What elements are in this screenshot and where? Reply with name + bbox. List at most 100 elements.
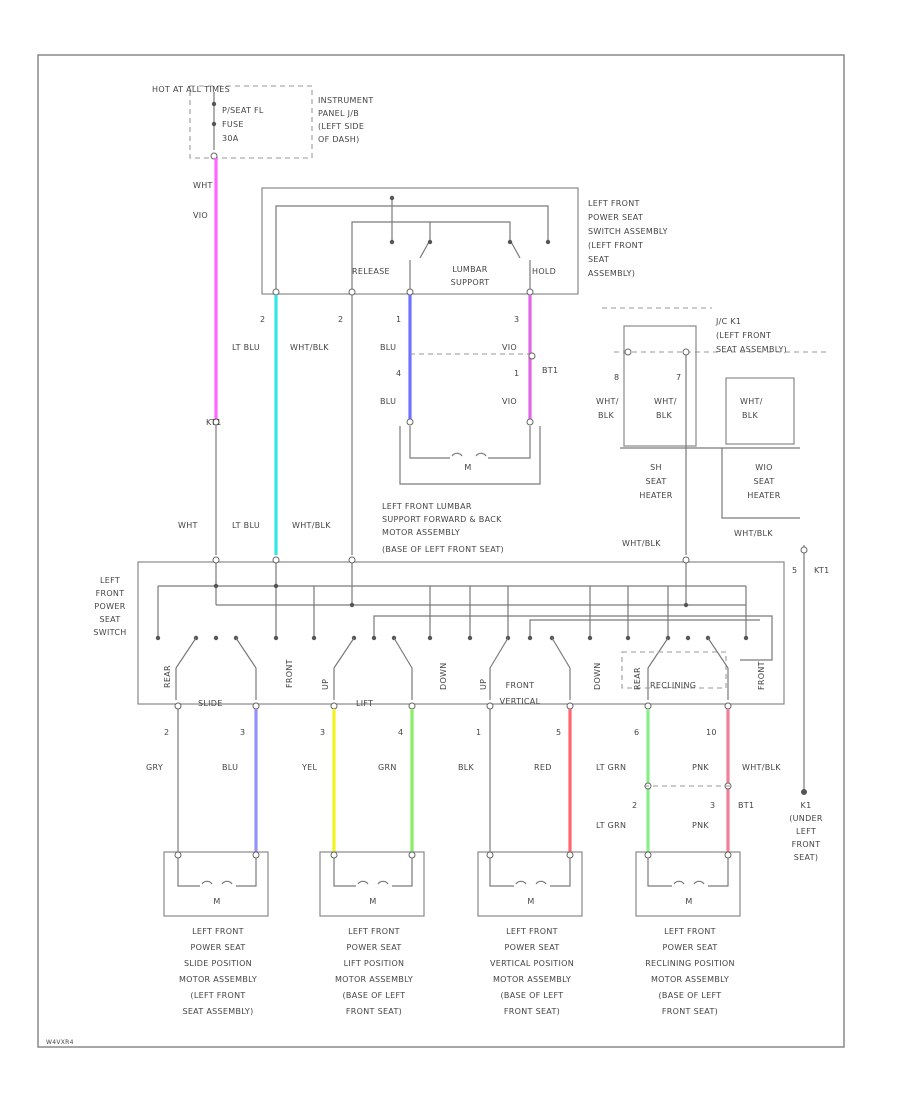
lumbar-center-2: SUPPORT	[451, 278, 490, 287]
lumbar-motor-m: M	[464, 463, 471, 472]
wire-label-blu-a: BLU	[380, 343, 396, 352]
pin-lumbar-2a: 2	[260, 315, 265, 324]
ground-3: LEFT	[796, 827, 816, 836]
motor-reclining-label-4: MOTOR ASSEMBLY	[651, 975, 729, 984]
lumbar-motor-label-3: MOTOR ASSEMBLY	[382, 528, 460, 537]
main-power-seat-switch: LEFT FRONT POWER SEAT SWITCH	[93, 556, 785, 708]
wire-label-heater-wht-blk: WHT/BLK	[734, 529, 773, 538]
motor-slide-label-2: POWER SEAT	[190, 943, 245, 952]
motor-reclining: M LEFT FRONT POWER SEAT RECLINING POSITI…	[635, 851, 741, 1016]
motor-slide-label-1: LEFT FRONT	[192, 927, 244, 936]
fuse-location-1: INSTRUMENT	[318, 96, 374, 105]
lumbar-motor-label-4: (BASE OF LEFT FRONT SEAT)	[382, 545, 504, 554]
wire-label-lt-grn: LT GRN	[596, 763, 626, 772]
wire-label-blu-slide: BLU	[222, 763, 238, 772]
wire-label-wht-blk: WHT/BLK	[290, 343, 329, 352]
switch-lift-label: LIFT	[356, 699, 373, 708]
wire-label-blu-b: BLU	[380, 397, 396, 406]
motor-vertical-label-4: MOTOR ASSEMBLY	[493, 975, 571, 984]
diagram-id: W4VXR4	[46, 1039, 74, 1046]
motor-slide-m: M	[213, 897, 220, 906]
motor-reclining-label-3: RECLINING POSITION	[645, 959, 735, 968]
wire-label-yel: YEL	[301, 763, 318, 772]
switch-down-label: DOWN	[439, 662, 448, 690]
lumbar-title-5: SEAT	[588, 255, 609, 264]
motor-reclining-label-6: FRONT SEAT)	[662, 1007, 718, 1016]
heater-left-wire-2: BLK	[598, 411, 615, 420]
wire-label-lt-blu: LT BLU	[232, 343, 260, 352]
motor-lift-label-5: (BASE OF LEFT	[343, 991, 406, 1000]
fuse-location-2: PANEL J/B	[318, 109, 359, 118]
heater-2-b: SEAT	[753, 477, 774, 486]
heater-area: J/C K1 (LEFT FRONT SEAT ASSEMBLY) 8 7 WH…	[596, 307, 830, 555]
fuse-block: HOT AT ALL TIMES P/SEAT FL FUSE 30A INST…	[152, 85, 374, 160]
heater-1-a: SH	[650, 463, 662, 472]
wire-label-pnk: PNK	[692, 763, 709, 772]
pin-vert-5: 5	[556, 728, 561, 737]
lumbar-switch-assembly: RELEASE HOLD LUMBAR SUPPORT LEFT FRONT P…	[261, 187, 667, 296]
pin-motor-1: 1	[514, 369, 519, 378]
pin-recl-6: 6	[634, 728, 639, 737]
heater-conn-2: (LEFT FRONT	[716, 331, 771, 340]
main-title-5: SWITCH	[93, 628, 126, 637]
main-title-4: SEAT	[99, 615, 120, 624]
pin-slide-3: 3	[240, 728, 245, 737]
pin-motor-4: 4	[396, 369, 401, 378]
motor-vertical-label-3: VERTICAL POSITION	[490, 959, 574, 968]
switch-front-vertical-1: FRONT	[506, 681, 535, 690]
motor-lift-label-2: POWER SEAT	[346, 943, 401, 952]
wire-label-blk: BLK	[458, 763, 475, 772]
motor-lift-label-4: MOTOR ASSEMBLY	[335, 975, 413, 984]
motor-vertical-label-5: (BASE OF LEFT	[501, 991, 564, 1000]
pin-main-5: 5	[792, 566, 797, 575]
switch-slide-label: SLIDE	[198, 699, 223, 708]
heater-conn-3: SEAT ASSEMBLY)	[716, 345, 787, 354]
heater-right-wire-2: BLK	[742, 411, 759, 420]
wire-label-red: RED	[534, 763, 552, 772]
main-title-3: POWER	[94, 602, 125, 611]
main-title-1: LEFT	[100, 576, 120, 585]
wire-label-vio-b: VIO	[502, 397, 517, 406]
pin-heater-7: 7	[676, 373, 681, 382]
lumbar-motor: M LEFT FRONT LUMBAR SUPPORT FORWARD & BA…	[382, 418, 541, 554]
switch-down2-label: DOWN	[593, 662, 602, 690]
motor-reclining-m: M	[685, 897, 692, 906]
fuse-title: HOT AT ALL TIMES	[152, 85, 230, 94]
ground-4: FRONT	[792, 840, 821, 849]
main-title-2: FRONT	[96, 589, 125, 598]
switch-up2-label: UP	[479, 679, 488, 690]
motor-lift-label-6: FRONT SEAT)	[346, 1007, 402, 1016]
heater-left-wire-1: WHT/	[596, 397, 619, 406]
heater-mid-wire-1: WHT/	[654, 397, 677, 406]
wire-label-grn: GRN	[378, 763, 397, 772]
wire-label-wht: WHT	[178, 521, 198, 530]
wire-label-vio-a: VIO	[502, 343, 517, 352]
lumbar-title-6: ASSEMBLY)	[588, 269, 635, 278]
pin-lumbar-3: 3	[514, 315, 519, 324]
switch-front2-label: FRONT	[757, 661, 766, 690]
output-wires: 2 3 3 4 1 5 6 10 GRY BLU YEL GRN BLK RED…	[146, 702, 754, 852]
pin-lumbar-2b: 2	[338, 315, 343, 324]
ground-2: (UNDER	[789, 814, 823, 823]
motor-reclining-label-5: (BASE OF LEFT	[659, 991, 722, 1000]
motor-reclining-label-1: LEFT FRONT	[664, 927, 716, 936]
lumbar-hold-label: HOLD	[532, 267, 556, 276]
wire-label-pnk-a: WHT	[193, 181, 213, 190]
lumbar-release-label: RELEASE	[352, 267, 390, 276]
heater-1-c: HEATER	[639, 491, 672, 500]
motor-vertical-label-6: FRONT SEAT)	[504, 1007, 560, 1016]
heater-2-a: WIO	[755, 463, 772, 472]
diagram-frame	[37, 54, 845, 1048]
connector-lumbar-bt1: BT1	[542, 366, 558, 375]
switch-front-label: FRONT	[285, 659, 294, 688]
lumbar-title-4: (LEFT FRONT	[588, 241, 643, 250]
motor-slide-label-3: SLIDE POSITION	[184, 959, 252, 968]
lumbar-motor-label-1: LEFT FRONT LUMBAR	[382, 502, 472, 511]
connector-recl-bt1: BT1	[738, 801, 754, 810]
motor-slide-label-4: MOTOR ASSEMBLY	[179, 975, 257, 984]
heater-2-c: HEATER	[747, 491, 780, 500]
heater-conn-1: J/C K1	[715, 317, 741, 326]
wire-label-pnk-2: PNK	[692, 821, 709, 830]
fuse-line-1: P/SEAT FL	[222, 106, 264, 115]
pin-slide-2: 2	[164, 728, 169, 737]
